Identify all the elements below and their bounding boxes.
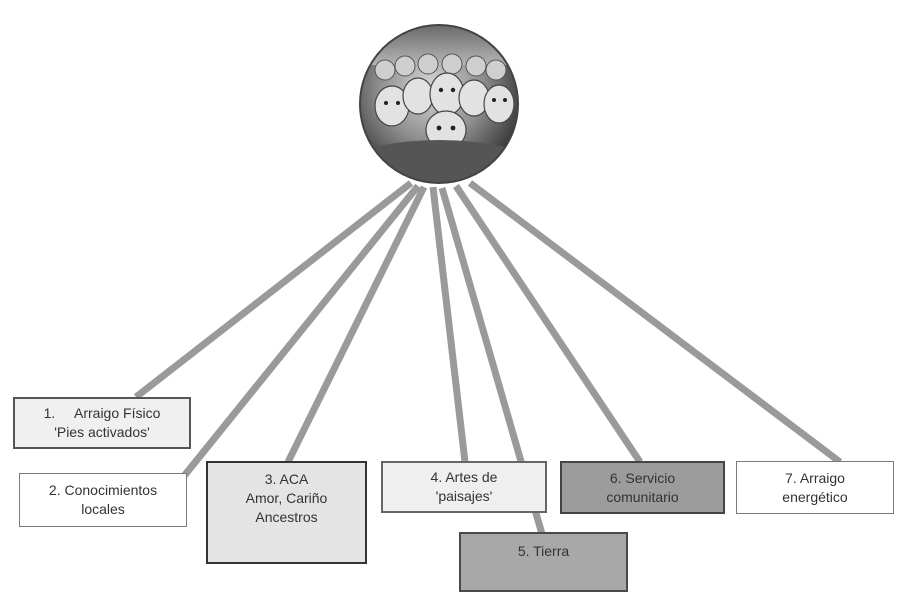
connector-7 <box>467 180 843 465</box>
node-4-line-1: 4. Artes de <box>430 469 498 485</box>
node-4-line-2: 'paisajes' <box>435 488 493 504</box>
node-3-line-1: 3. ACA <box>264 471 309 487</box>
node-2-line-1: 2. Conocimientos <box>48 482 158 498</box>
node-1-line-1: 1. Arraigo Físico <box>43 405 161 421</box>
connector-2 <box>181 183 421 479</box>
connector-3 <box>284 185 428 464</box>
node-aca: 3. ACA Amor, Cariño Ancestros <box>206 461 367 564</box>
node-tierra: 5. Tierra <box>459 532 628 592</box>
node-3-line-2: Amor, Cariño <box>245 490 328 506</box>
node-1-line-2: 'Pies activados' <box>54 424 150 440</box>
node-7-line-2: energético <box>782 488 848 505</box>
node-arraigo-fisico: 1. Arraigo Físico 'Pies activados' <box>13 397 191 449</box>
node-servicio-comunitario: 6. Servicio comunitario <box>560 461 725 514</box>
node-5-line-1: 5. Tierra <box>517 543 570 559</box>
connector-6 <box>453 184 643 464</box>
connectors <box>133 180 843 535</box>
node-6-line-1: 6. Servicio <box>609 469 676 486</box>
node-6-line-2: comunitario <box>606 488 679 505</box>
node-artes-de-paisajes: 4. Artes de 'paisajes' <box>381 461 547 513</box>
node-arraigo-energetico: 7. Arraigo energético <box>736 461 894 514</box>
connector-1 <box>133 180 414 400</box>
node-2-line-2: locales <box>81 501 125 517</box>
node-7-line-1: 7. Arraigo <box>785 469 845 486</box>
connector-4 <box>429 186 469 463</box>
hub-globe-image <box>359 24 519 184</box>
node-3-line-3: Ancestros <box>255 509 318 525</box>
node-conocimientos-locales: 2. Conocimientos locales <box>19 473 187 527</box>
